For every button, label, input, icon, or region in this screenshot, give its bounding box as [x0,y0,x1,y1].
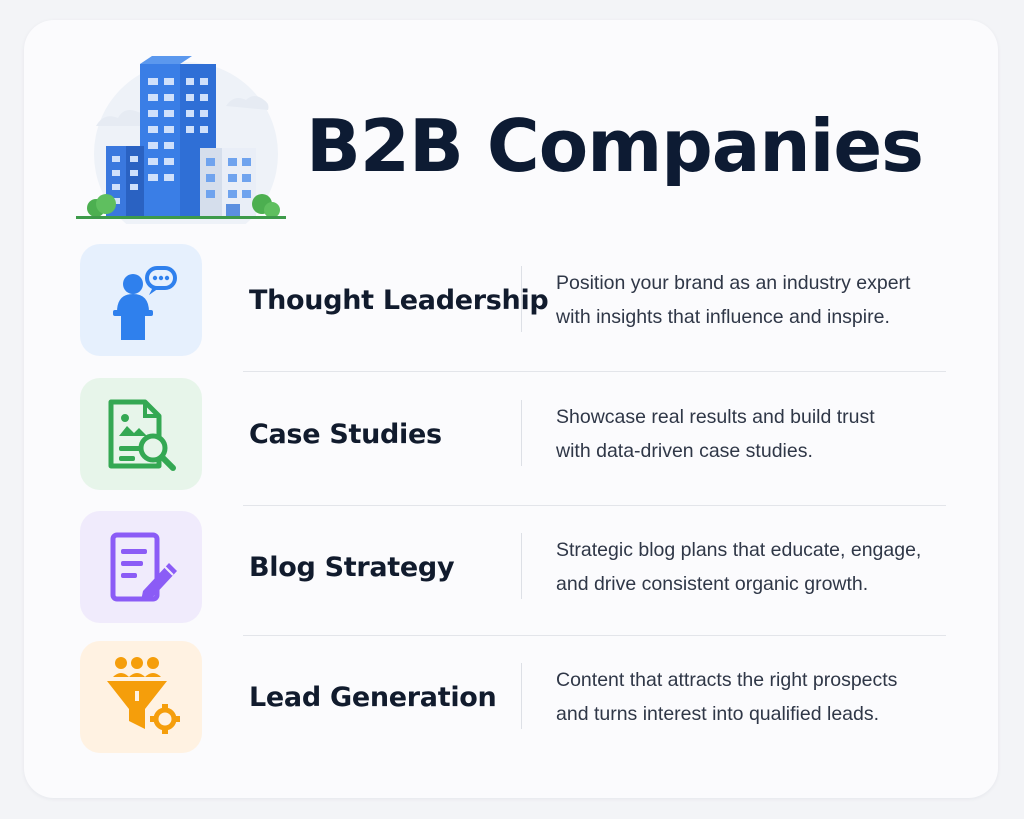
row-description: Strategic blog plans that educate, engag… [556,511,956,623]
description-line: Content that attracts the right prospect… [556,669,898,691]
column-separator [521,533,522,599]
row-description: Position your brand as an industry exper… [556,244,956,356]
column-separator [521,663,522,729]
service-row-blog-strategy: Blog Strategy Strategic blog plans that … [80,511,946,623]
row-divider [243,635,946,636]
description-line: and drive consistent organic growth. [556,573,869,595]
description-line: with insights that influence and inspire… [556,306,890,328]
icon-tile [80,244,202,356]
description-line: Position your brand as an industry exper… [556,272,911,294]
row-description: Showcase real results and build trust wi… [556,378,956,490]
description-line: Strategic blog plans that educate, engag… [556,539,922,561]
icon-tile [80,378,202,490]
icon-tile [80,641,202,753]
row-divider [243,505,946,506]
column-separator [521,400,522,466]
document-edit-icon [110,532,177,602]
description-line: and turns interest into qualified leads. [556,703,880,725]
row-title: Thought Leadership [249,284,549,316]
row-title: Blog Strategy [249,551,455,583]
column-separator [521,266,522,332]
row-description: Content that attracts the right prospect… [556,641,956,753]
row-title: Case Studies [249,418,442,450]
service-row-lead-generation: Lead Generation Content that attracts th… [80,641,946,753]
service-row-thought-leadership: Thought Leadership Position your brand a… [80,244,946,356]
speaker-podium-icon [113,266,177,340]
funnel-gear-icon [107,657,180,734]
icon-tile [80,511,202,623]
description-line: Showcase real results and build trust [556,406,875,428]
document-search-icon [108,399,176,471]
office-buildings-illustration [76,56,286,224]
row-divider [243,371,946,372]
row-title: Lead Generation [249,681,497,713]
page-title: B2B Companies [306,104,924,188]
description-line: with data-driven case studies. [556,440,813,462]
service-row-case-studies: Case Studies Showcase real results and b… [80,378,946,490]
